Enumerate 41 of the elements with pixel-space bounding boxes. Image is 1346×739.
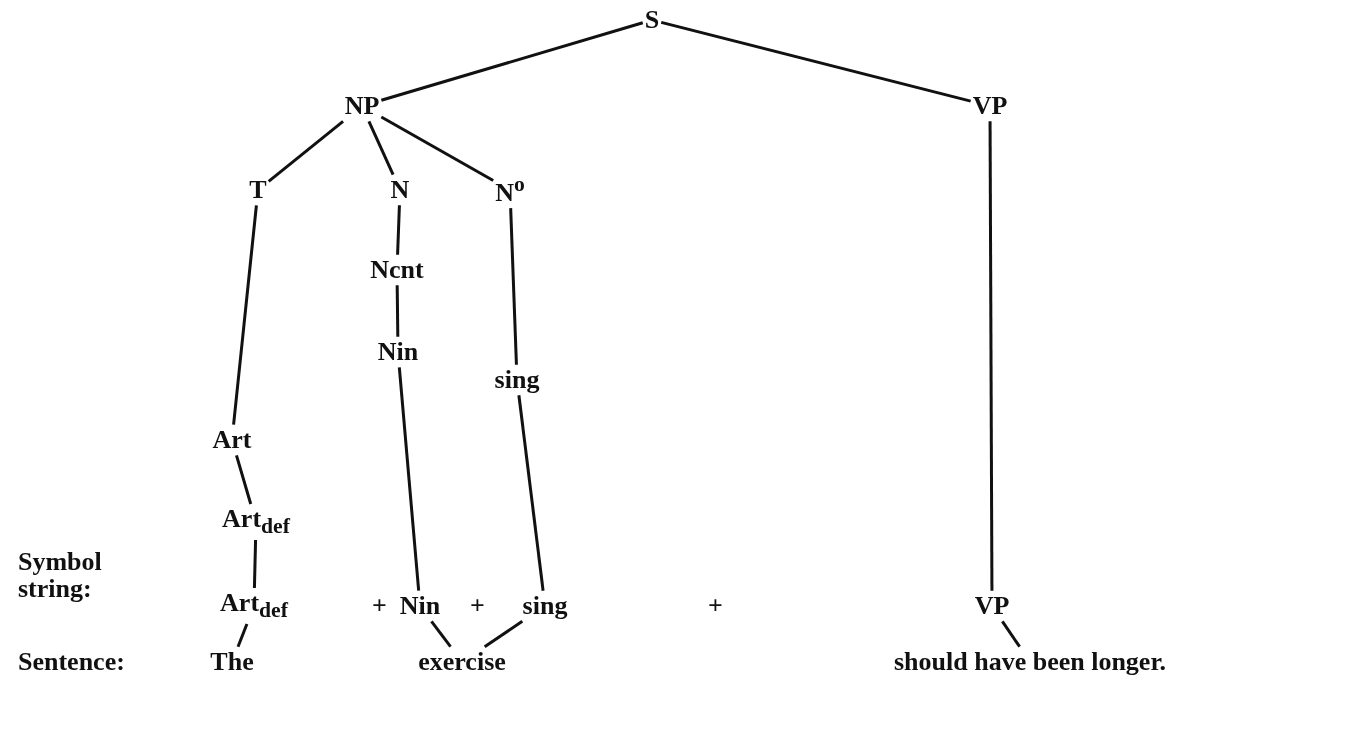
text-label: + <box>372 592 387 620</box>
text-label: + <box>708 592 723 620</box>
text-label: Symbol string: <box>18 548 103 603</box>
tree-label: N$^{o}$ <box>493 171 527 209</box>
tree-label: should have been longer. <box>891 646 1169 678</box>
tree-branch <box>235 454 253 505</box>
tree-label: N <box>388 174 412 206</box>
tree-branch <box>236 623 249 648</box>
tree-label: Ncnt <box>368 254 426 286</box>
tree-branch <box>483 620 524 648</box>
tree-label: T <box>247 174 269 206</box>
tree-branch <box>397 367 421 591</box>
tree-branch <box>396 205 401 255</box>
tree-label: Art <box>210 424 254 456</box>
tree-branch <box>509 208 518 365</box>
tree-label: sing <box>520 590 570 622</box>
tree-label: VP <box>972 590 1012 622</box>
tree-branch <box>232 205 258 425</box>
tree-branch <box>267 120 344 183</box>
tree-label: NP <box>342 90 382 122</box>
tree-label: exercise <box>416 646 508 678</box>
tree-branch <box>380 21 644 102</box>
tree-branch <box>660 20 972 103</box>
text-label: + <box>470 592 485 620</box>
tree-label: sing <box>492 364 542 396</box>
tree-label: Art$_{def}$ <box>220 504 292 540</box>
tree-label: Art$_{def}$ <box>218 588 290 624</box>
tree-label: S <box>642 4 662 36</box>
tree-branch <box>252 539 258 589</box>
tree-branch <box>380 115 494 182</box>
tree-branch <box>517 395 545 591</box>
tree-branch <box>1001 620 1021 648</box>
tree-label: VP <box>970 90 1010 122</box>
tree-branch <box>367 120 395 176</box>
text-label: Sentence: <box>18 648 125 676</box>
tree-branch <box>395 285 400 337</box>
tree-branch <box>430 620 452 648</box>
tree-label: Nin <box>397 590 443 622</box>
tree-label: Nin <box>375 336 421 368</box>
tree-label: The <box>208 646 256 678</box>
tree-branch <box>988 121 994 591</box>
